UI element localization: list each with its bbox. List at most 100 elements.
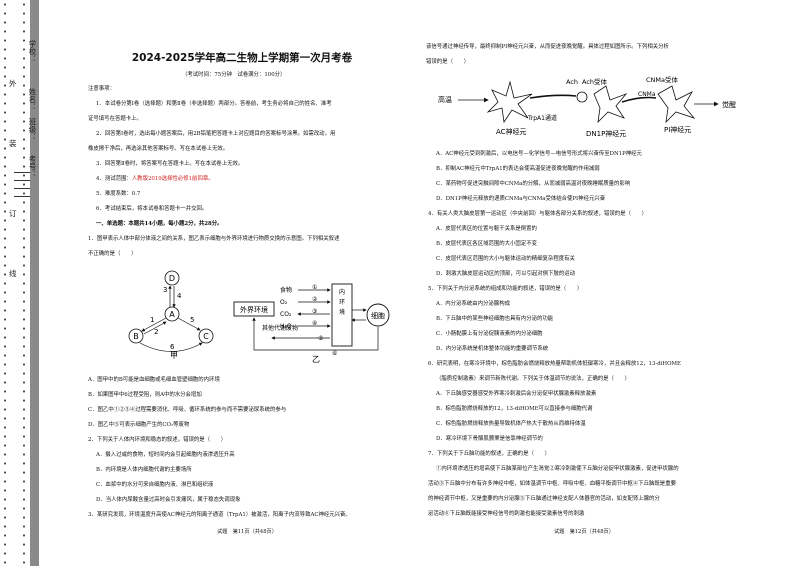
question-7: 7．下列关于下丘脑功能的叙述，正确的是（ ） xyxy=(428,451,551,457)
svg-text:内环境: 内环境 xyxy=(339,288,345,316)
svg-text:CNMa受体: CNMa受体 xyxy=(646,75,678,84)
question-6: 6．研究表明，在寒冷环境中，棕色脂肪会燃烧释放热量帮助机体抵御寒冷，并且会释放1… xyxy=(428,361,681,367)
test-scope: 人教版2019选择性必修1前四章。 xyxy=(131,176,214,182)
svg-text:3: 3 xyxy=(163,286,167,294)
diagram-jia-label: 甲 xyxy=(170,351,178,360)
question-4: 4．有关人类大脑皮层第一运动区（中央前回）与躯体各部分关系的叙述，错误的是（ ） xyxy=(428,211,648,217)
svg-text:Ach: Ach xyxy=(566,78,578,86)
q4-option-c: C．皮层代表区范围的大小与躯体运动的精细复杂程度有关 xyxy=(436,256,575,262)
question-1-cont: 不正确的是（ ） xyxy=(88,251,137,257)
q4-option-d: D．刺激大脑皮层运动区的顶部，可以引起对侧下肢的运动 xyxy=(436,271,576,277)
svg-text:①: ① xyxy=(312,284,317,291)
svg-text:食物: 食物 xyxy=(280,286,292,294)
q1-option-a: A．图甲中的B可能是血细胞或毛细血管壁细胞的内环境 xyxy=(88,377,220,383)
node-a xyxy=(164,306,180,322)
svg-text:DN1P神经元: DN1P神经元 xyxy=(586,129,626,138)
svg-text:CO₂: CO₂ xyxy=(280,311,292,318)
question-3-cont: 错误的是（ ） xyxy=(426,59,470,65)
svg-text:细胞: 细胞 xyxy=(371,311,385,320)
q2-option-a: A．摄入过咸的食物，短时间内会引起细胞内液渗透压升高 xyxy=(96,452,235,458)
q6-option-b: B．棕色脂肪燃烧释放的12，13-diHOME可以直接参与细胞代谢 xyxy=(436,406,593,412)
q1-option-d: D．图乙中⑤可表示细胞产生的CO₂等废物 xyxy=(88,422,190,428)
strip-mark: 装 xyxy=(9,139,17,148)
q3-option-c: C．某药物可促进突触间隙中CNMa的分解，从而减弱高温对夜晚睡眠质量的影响 xyxy=(436,181,631,187)
school-label: 学校： xyxy=(28,40,37,63)
notes-title: 注意事项： xyxy=(88,86,115,92)
note-line: 1．本试卷分第Ⅰ卷（选择题）和第Ⅱ卷（非选择题）两部分。答卷前，考生务必将自己的… xyxy=(96,101,332,107)
note-line-4: 4．测试范围：人教版2019选择性必修1前四章。 xyxy=(96,176,214,182)
q1-option-c: C．图乙中①②③④过程需要消化、呼吸、循环系统的参与而不需要泌尿系统的参与 xyxy=(88,407,287,413)
q2-option-d: D．当人体内尿酸含量过高时会引发痛风，属于稳态失调现象 xyxy=(96,497,241,503)
cell-circle xyxy=(366,303,390,327)
svg-text:⑤: ⑤ xyxy=(318,335,323,342)
question-3-cont: 该信号通过神经传导，最终抑制PI神经元兴奋，从而促进夜晚觉醒。具体过程如图所示。… xyxy=(426,44,669,50)
q6-option-c: C．棕色脂肪燃烧释放热量导致机体产热大于散热从而维持体温 xyxy=(436,421,586,427)
q6-option-d: D．寒冷环境下骨骼肌颤栗是信靠神经调节的 xyxy=(436,436,543,442)
left-page: 2024-2025学年高二生物上学期第一次月考卷 （考试时间：75分钟 试卷满分… xyxy=(62,0,422,566)
note-line: 2．回答第Ⅰ卷时，选出每小题答案后，用2B铅笔把答题卡上对应题目的答案标号涂黑。… xyxy=(96,131,336,137)
svg-text:③: ③ xyxy=(312,308,317,315)
q5-option-c: C．小肠黏膜上有分泌促胰液素的内分泌细胞 xyxy=(436,331,543,337)
diagram-jia: D A B C 3 4 1 2 5 6 甲 xyxy=(128,270,214,360)
svg-text:5: 5 xyxy=(190,316,194,324)
node-label: A xyxy=(169,310,175,319)
node-c xyxy=(198,328,214,344)
diagram-yi: 外界环境 内环境 细胞 食物 O₂ CO₂ H₂O ① ② ③ ④ 其他代谢废物… xyxy=(233,283,390,364)
svg-text:外界环境: 外界环境 xyxy=(240,305,268,314)
q3-option-d: D．DN1P神经元释放的递质CNMa与CNMa受体结合使PI神经元兴奋 xyxy=(436,196,606,202)
ac-neuron xyxy=(486,80,533,124)
svg-text:⑥: ⑥ xyxy=(332,350,337,357)
grey-bar xyxy=(30,0,39,566)
question-1: 1．图甲表示人体中部分体液之间的关系，图乙表示细胞与外界环境进行物质交换的示意图… xyxy=(88,236,340,242)
node-label: C xyxy=(203,332,209,341)
svg-text:Ach受体: Ach受体 xyxy=(582,77,608,86)
q5-option-a: A．内分泌系统由内分泌腺构成 xyxy=(436,301,510,307)
env-box xyxy=(233,301,275,317)
q2-option-c: C．血浆中的水分可来自细胞内液、淋巴和组织液 xyxy=(96,482,214,488)
note-line: 3．回答第Ⅱ卷时，将答案写在答题卡上。写在本试卷上无效。 xyxy=(96,161,244,167)
question-3: 3．某研究发现，环境温度升高使AC神经元的阳离子通道（TrpA1）被激活，阳离子… xyxy=(88,512,351,518)
exam-subtitle: （考试时间：75分钟 试卷满分：100分） xyxy=(182,72,286,78)
q7-body-line: 泌活动⑥下丘脑既能接受神经信号的刺激也能接受激素信号的刺激 xyxy=(428,511,585,517)
svg-text:6: 6 xyxy=(170,343,175,351)
svg-text:1: 1 xyxy=(150,316,154,324)
note-line: 橡皮擦干净后，再选涂其他答案标号。写在本试卷上无效。 xyxy=(88,146,229,152)
strip-mark: 订 xyxy=(9,209,17,218)
question-6-cont: （脂质控制激素）来调节新陈代谢。下列关于体温调节的说法，正确的是（ ） xyxy=(436,376,631,382)
strip-mark: 外 xyxy=(9,79,17,88)
q1-option-b: B．如果图甲中6过程受阻，则A中的水分会增加 xyxy=(88,392,202,398)
svg-text:②: ② xyxy=(312,296,318,303)
svg-text:④: ④ xyxy=(312,320,317,327)
svg-text:4: 4 xyxy=(177,292,182,300)
section-heading: 一、单选题：本题共14小题，每小题2分，共28分。 xyxy=(96,221,223,227)
svg-text:高温: 高温 xyxy=(438,95,452,104)
svg-text:AC神经元: AC神经元 xyxy=(496,127,527,136)
question-2: 2．下列关于人体内环境和稳态的叙述，错误的是（ ） xyxy=(88,437,227,443)
dotted-line-outer xyxy=(1,0,9,566)
exam-title: 2024-2025学年高二生物上学期第一次月考卷 xyxy=(131,52,353,64)
question-5: 5．下列关于内分泌系统的组成和功能的叙述，错误的是（ ） xyxy=(428,286,583,292)
diagram-yi-label: 乙 xyxy=(312,355,320,364)
q3-option-b: B．抑制AC神经元中TrpA1的表达会使高温促进夜晚觉醒的作用减弱 xyxy=(436,166,600,172)
q4-option-a: A．皮层代表区的位置与躯干关系是倒置的 xyxy=(436,226,537,232)
inner-env-box xyxy=(331,283,353,347)
svg-text:CNMa: CNMa xyxy=(638,91,656,98)
q2-option-b: B．内环境是人体内细胞代谢的主要场所 xyxy=(96,467,192,473)
q5-option-d: D．内分泌系统是机体整体功能的重要调节系统 xyxy=(436,346,549,352)
page-footer-left: 试题 第11页（共48页） xyxy=(217,529,277,535)
exam-number-label: 考号： xyxy=(28,155,37,178)
note-line: 6．考试结束后，将本试卷和答题卡一并交回。 xyxy=(96,206,208,212)
node-label: B xyxy=(133,332,139,341)
q3-option-a: A．AC神经元受到刺激后，以电信号—化学信号—电信号形式将兴奋传至DN1P神经元 xyxy=(436,151,642,157)
dotted-line-inner xyxy=(20,0,28,566)
svg-text:TrpA1通道: TrpA1通道 xyxy=(527,114,557,122)
q6-option-a: A．下丘脑感受器感受外界寒冷刺激后会分泌促甲状腺激素释放激素 xyxy=(436,391,597,397)
dn1p-neuron xyxy=(593,85,628,124)
svg-text:2: 2 xyxy=(154,328,158,336)
q7-body-line: 的神经调节中枢，又是重要的内分泌腺⑤下丘脑通过神经支配人体器官的活动，如支配肾上… xyxy=(428,496,660,502)
strip-mark: 线 xyxy=(9,269,17,278)
other-waste-label: 其他代谢废物 xyxy=(262,324,298,332)
note-line: 5．难度系数：0.7 xyxy=(96,191,141,197)
class-label: 班级： xyxy=(28,118,37,141)
svg-text:H₂O: H₂O xyxy=(280,323,292,330)
